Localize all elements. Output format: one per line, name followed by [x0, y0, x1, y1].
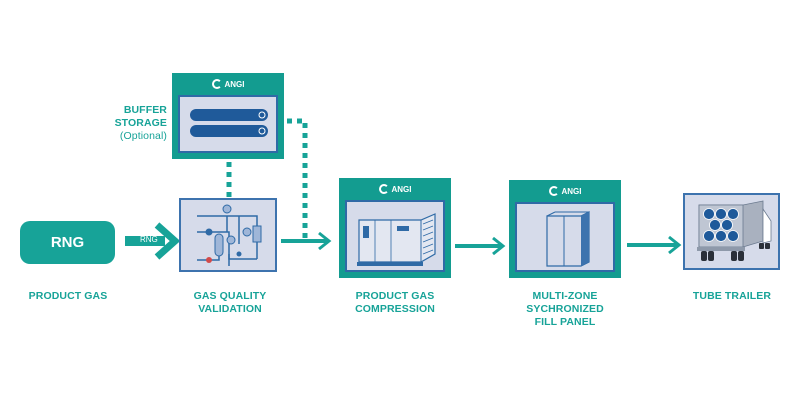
buffer-storage-label: BUFFER STORAGE (Optional): [92, 104, 167, 143]
angi-logo-icon: [211, 79, 222, 89]
angi-header: ANGI: [339, 178, 451, 200]
angi-brand: ANGI: [561, 186, 582, 196]
compression-label-line2: COMPRESSION: [355, 303, 435, 315]
tube-trailer-node: [683, 193, 780, 270]
buffer-storage-node: ANGI: [172, 73, 284, 159]
buffer-to-validation-dotted-line: [226, 162, 232, 197]
storage-tanks-icon: [190, 109, 268, 137]
rng-pill-label: RNG: [50, 234, 85, 251]
fillpanel-to-trailer-arrow: [627, 235, 682, 255]
compression-label: PRODUCT GAS COMPRESSION: [335, 290, 455, 316]
buffer-label-line1: BUFFER: [123, 104, 167, 116]
piping-schematic-icon: [197, 204, 262, 266]
compression-node: ANGI: [339, 178, 451, 278]
compressor-unit-icon: [357, 213, 436, 266]
angi-logo-icon: [548, 186, 559, 196]
fill-panel-label-line2: SYCHRONIZED: [526, 303, 604, 315]
buffer-label-line2: STORAGE: [114, 117, 167, 129]
tube-trailer-label: TUBE TRAILER: [692, 290, 772, 302]
fill-panel-label-line3: FILL PANEL: [534, 316, 596, 328]
buffer-label-optional: (Optional): [119, 130, 167, 142]
product-gas-label: PRODUCT GAS: [28, 290, 108, 302]
buffer-to-compression-dotted-line: [287, 118, 308, 239]
compression-panel: [345, 200, 445, 272]
buffer-panel: [178, 95, 278, 153]
gas-quality-label-line2: VALIDATION: [198, 303, 262, 315]
compression-label-line1: PRODUCT GAS: [355, 290, 435, 302]
gas-quality-label-line1: GAS QUALITY: [193, 290, 267, 302]
gas-quality-label: GAS QUALITY VALIDATION: [170, 290, 290, 316]
angi-brand: ANGI: [391, 184, 412, 194]
tube-trailer-icon: [697, 200, 772, 261]
angi-header: ANGI: [509, 180, 621, 202]
rng-source-node: RNG: [20, 221, 115, 264]
fill-panel-label: MULTI-ZONE SYCHRONIZED FILL PANEL: [505, 290, 625, 329]
angi-brand: ANGI: [224, 79, 245, 89]
gas-quality-validation-node: [179, 198, 277, 272]
validation-to-compression-arrow: [281, 231, 332, 251]
fill-panel-node: ANGI: [509, 180, 621, 278]
compression-to-fillpanel-arrow: [455, 236, 506, 256]
angi-header: ANGI: [172, 73, 284, 95]
rng-flow-arrow: [125, 222, 181, 260]
fill-panel-label-line1: MULTI-ZONE: [532, 290, 598, 302]
fill-panel-panel: [515, 202, 615, 272]
rng-arrow-label: RNG: [140, 235, 158, 244]
angi-logo-icon: [378, 184, 389, 194]
fill-panel-cabinet-icon: [546, 211, 590, 267]
